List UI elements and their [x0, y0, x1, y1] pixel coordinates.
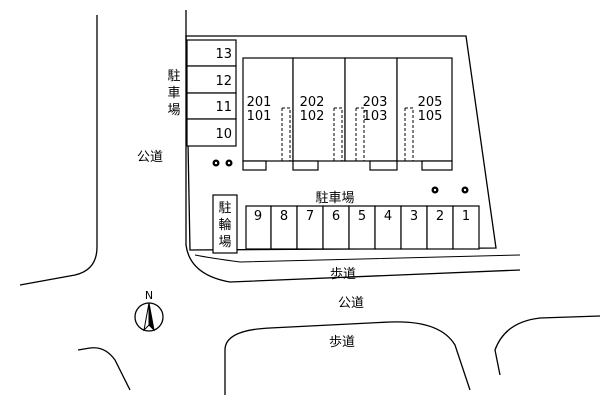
parking-space	[348, 205, 376, 250]
room-105: 105	[418, 109, 443, 124]
bicycle-parking-char-1: 駐	[218, 201, 231, 216]
entrance-tab	[292, 160, 319, 171]
parking-space	[426, 205, 454, 250]
entrance-tab	[421, 160, 453, 171]
sidewalk-upper-edge	[194, 254, 521, 263]
parking-space-13-label: 13	[215, 47, 232, 62]
entrance-tab	[242, 160, 267, 171]
site-boundary	[185, 35, 497, 251]
sidewalk-bottom-label: 歩道	[329, 335, 355, 350]
left-parking-char-3: 場	[167, 103, 180, 118]
parking-space-label: 7	[306, 209, 314, 224]
sidewalk-top-label: 歩道	[330, 267, 356, 282]
parking-space-label: 4	[384, 209, 392, 224]
entrance-tab	[369, 160, 398, 171]
room-103: 103	[363, 109, 388, 124]
parking-space	[322, 205, 350, 250]
parking-space-10-label: 10	[215, 127, 232, 142]
north-compass-icon: N	[134, 289, 164, 332]
dashed-stair	[355, 107, 365, 161]
left-bottom-curb	[77, 347, 131, 391]
road-left-inner-edge	[185, 10, 521, 283]
dashed-stair	[404, 107, 414, 161]
building-block: 201 101 202 102 203 103 205 105	[242, 57, 453, 171]
parking-space-12	[186, 65, 237, 94]
parking-space	[270, 205, 298, 250]
compass-north-label: N	[145, 289, 153, 302]
room-101: 101	[247, 109, 272, 124]
parking-space-label: 3	[410, 209, 418, 224]
parking-space	[452, 205, 480, 250]
parking-space-10	[186, 118, 237, 147]
parking-space	[296, 205, 324, 250]
bicycle-parking-char-3: 場	[218, 235, 231, 250]
bicycle-parking-char-2: 輪	[218, 217, 231, 233]
right-bottom-curb	[494, 315, 600, 376]
dashed-stair	[333, 107, 343, 161]
parking-space-label: 6	[332, 209, 340, 224]
parking-space-12-label: 12	[215, 74, 232, 89]
left-parking-label: 駐 車 場	[167, 69, 180, 118]
room-205: 205	[418, 95, 443, 110]
room-202: 202	[300, 95, 325, 110]
room-102: 102	[300, 109, 325, 124]
shrubs	[212, 159, 469, 194]
parking-space-label: 2	[436, 209, 444, 224]
parking-space-13	[186, 39, 237, 67]
public-road-left-label: 公道	[137, 150, 163, 165]
left-parking-stack: 13 12 11 10	[186, 39, 237, 147]
dashed-stair	[281, 107, 291, 161]
building-202-102	[292, 57, 346, 162]
bottom-parking-row: 9 8 7 6 5 4 3 2 1	[245, 205, 480, 250]
public-road-bottom-label: 公道	[338, 296, 364, 311]
left-parking-char-2: 車	[167, 86, 180, 101]
parking-space-label: 8	[280, 209, 288, 224]
room-201: 201	[247, 95, 272, 110]
room-203: 203	[363, 95, 388, 110]
parking-space-11-label: 11	[215, 100, 232, 115]
parking-space-label: 5	[358, 209, 366, 224]
left-parking-char-1: 駐	[167, 69, 180, 84]
bicycle-parking	[212, 194, 238, 254]
road-left-edge	[19, 15, 98, 286]
bottom-parking-label: 駐車場	[315, 191, 354, 206]
parking-space-11	[186, 92, 237, 120]
center-bottom-island	[224, 321, 471, 395]
building-203-103	[344, 57, 398, 162]
parking-space-label: 9	[254, 209, 262, 224]
parking-space-label: 1	[462, 209, 470, 224]
